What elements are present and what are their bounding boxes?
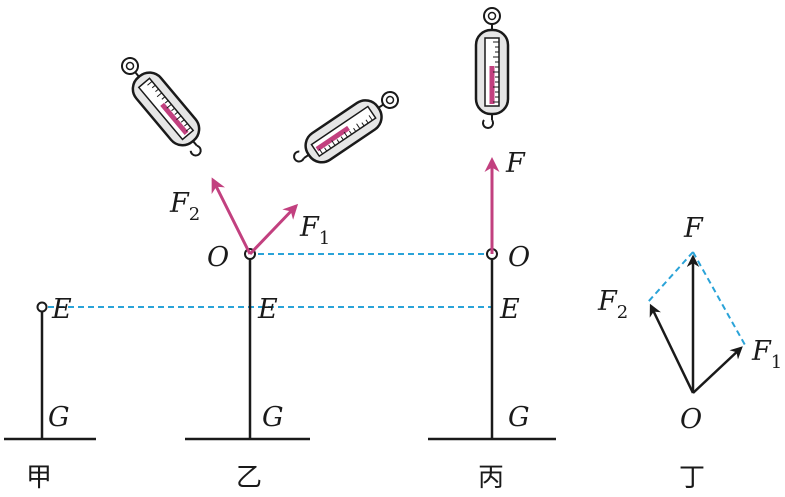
setup-bing: F O E G 丙 [428,8,556,493]
caption-bing: 丙 [478,463,504,493]
label-E: E [257,294,278,325]
label-O: O [508,242,530,273]
label-F: F [683,213,704,244]
label-G: G [48,402,70,433]
label-F1: F1 [299,212,330,249]
vector-F2 [649,303,695,394]
label-F2: F2 [597,286,628,323]
force-arrow-F1 [248,203,299,256]
setup-jia: E G 甲 [4,294,96,493]
label-E: E [499,294,520,325]
label-G: G [508,402,530,433]
label-F1: F1 [751,336,782,373]
caption-jia: 甲 [26,463,52,493]
label-O: O [207,242,229,273]
caption-ding: 丁 [679,463,705,493]
setup-yi: F2 F1 O E G 乙 [113,50,406,493]
label-E: E [51,294,72,325]
force-arrow-F2 [211,177,252,255]
label-O: O [680,404,702,435]
label-F: F [505,148,526,179]
caption-yi: 乙 [236,463,262,493]
dashed-parallelogram-side [647,251,694,303]
spring-scale-right [288,82,405,176]
dashed-parallelogram-side [692,251,746,346]
label-G: G [262,402,284,433]
spring-scale-left [113,50,215,162]
vector-F1 [692,346,743,394]
spring-scale-vertical [476,8,508,128]
setup-ding: F F2 F1 O 丁 [597,213,782,493]
label-F2: F2 [169,188,200,225]
knot-point [36,301,48,313]
